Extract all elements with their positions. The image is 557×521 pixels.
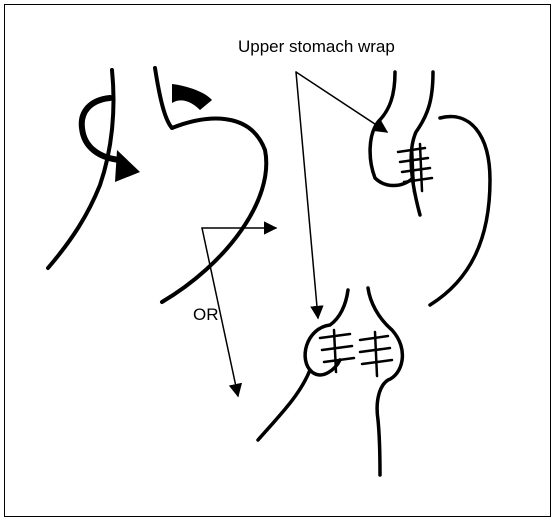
callout-arrow [296,72,387,132]
partial-wrap-illustration [258,288,402,475]
or-label: OR [193,305,219,324]
rotation-arrow-icon [172,84,212,110]
upper-stomach-wrap-label: Upper stomach wrap [238,37,395,56]
callout-arrow [296,72,318,318]
rotation-arrow-icon [115,150,140,182]
stomach-before-illustration [48,68,266,302]
wrapped-stomach-illustration [370,72,490,305]
